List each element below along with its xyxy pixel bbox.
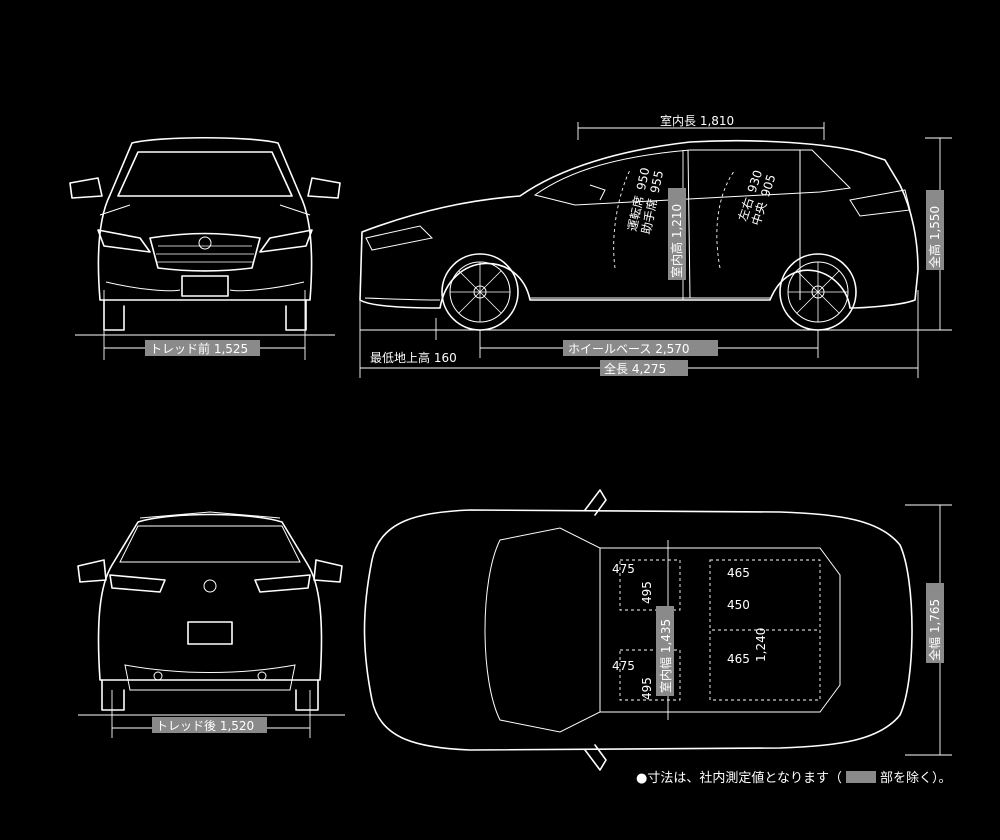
rear-shoulder-width: 1,240	[754, 628, 768, 662]
overall-height-label: 全高 1,550	[927, 206, 942, 268]
rear-center-label: 中央	[748, 200, 770, 227]
front-seat-width-l: 475	[612, 562, 635, 576]
rear-center-value: 905	[758, 173, 778, 199]
rear-seat-center: 450	[727, 598, 750, 612]
ground-clearance-label: 最低地上高 160	[370, 350, 457, 365]
front-seat-width-r: 475	[612, 659, 635, 673]
front-view: トレッド前 1,525	[69, 136, 341, 360]
overall-length-label: 全長 4,275	[604, 361, 666, 376]
driver-seat-label: 運転席	[624, 194, 646, 232]
rear-seat-width-r: 465	[727, 652, 750, 666]
top-view: 475 495 475 495 室内幅 1,435 465 450 465 1,…	[363, 489, 952, 771]
footnote-suffix: 部を除く）。	[879, 771, 952, 786]
footnote: ●寸法は、社内測定値となります（ 部を除く）。	[636, 767, 951, 786]
gray-swatch	[845, 771, 876, 783]
driver-seat-value: 950	[634, 166, 652, 191]
front-seat-depth-l: 495	[640, 581, 654, 604]
passenger-seat-value: 955	[648, 169, 666, 194]
overall-width-label: 全幅 1,765	[927, 599, 942, 661]
footnote-prefix: ●寸法は、社内測定値となります（	[636, 771, 842, 786]
rear-tread-label: トレッド後 1,520	[156, 719, 254, 733]
rear-view: トレッド後 1,520	[77, 511, 345, 738]
front-seat-depth-r: 495	[640, 677, 654, 700]
interior-height-label: 室内高 1,210	[669, 204, 684, 278]
interior-length-label: 室内長 1,810	[660, 113, 734, 128]
rear-lr-value: 930	[745, 168, 765, 194]
side-view: 室内長 1,810 最低地上高 160 ホイールベース 2,570 全長 4,2…	[359, 113, 952, 378]
wheelbase-label: ホイールベース 2,570	[568, 342, 690, 356]
front-tread-label: トレッド前 1,525	[150, 341, 248, 356]
interior-width-label: 室内幅 1,435	[658, 619, 673, 693]
rear-seat-width-l: 465	[727, 566, 750, 580]
rear-lr-label: 左右	[735, 195, 757, 222]
passenger-seat-label: 助手席	[638, 197, 660, 235]
